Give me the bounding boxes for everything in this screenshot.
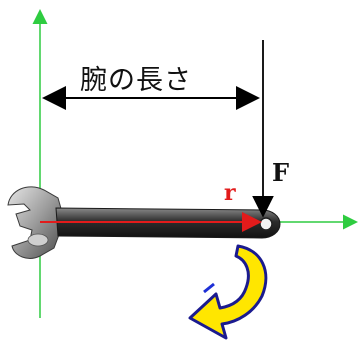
z-axis [203,282,215,294]
r-vector-label: r [224,180,236,206]
curved-arrow-icon [188,244,268,340]
arm-length-label: 腕の長さ [80,65,192,96]
force-label: F [272,158,290,187]
